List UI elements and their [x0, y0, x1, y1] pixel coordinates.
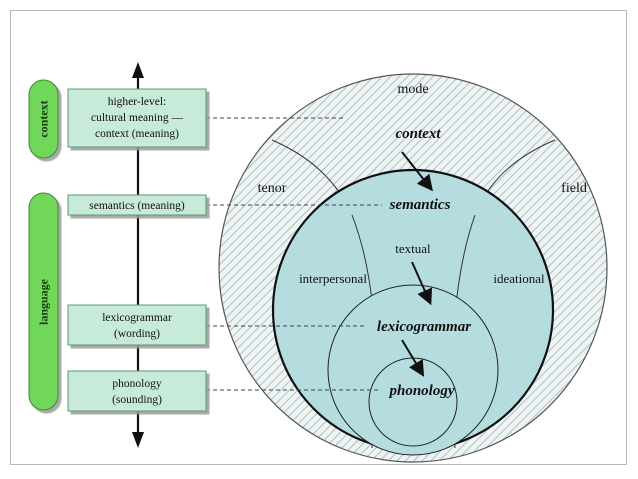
- phonology-circle-label: phonology: [387, 383, 454, 399]
- lexicogrammar-circle-label: lexicogrammar: [377, 319, 471, 335]
- axis-arrow-down: [132, 432, 144, 448]
- context-pill: [28, 79, 59, 159]
- context-side-label: context: [37, 100, 51, 137]
- language-pill: [28, 192, 59, 411]
- lexicogrammar-box-line-2: (wording): [114, 328, 160, 340]
- mode-label: mode: [397, 82, 428, 97]
- tenor-label: tenor: [258, 181, 287, 196]
- interpersonal-label: interpersonal: [299, 271, 367, 286]
- axis-arrow-up: [132, 62, 144, 78]
- ideational-label: ideational: [493, 271, 545, 286]
- lexicogrammar-box-line-1: lexicogrammar: [102, 312, 172, 324]
- higher-level-line-3: context (meaning): [95, 128, 179, 140]
- context-to-semantics-arrow: [401, 151, 433, 192]
- field-label: field: [561, 181, 587, 196]
- textual-label: textual: [395, 241, 431, 256]
- context-circle-label: context: [396, 126, 442, 142]
- semantics-circle-label: semantics: [389, 197, 451, 213]
- lexicogrammar-box: [67, 304, 207, 346]
- phonology-box: [67, 370, 207, 412]
- higher-level-line-2: cultural meaning —: [91, 112, 183, 124]
- lexicogrammar-to-phonology-arrow: [401, 339, 425, 377]
- higher-level-box: [67, 88, 207, 148]
- semantics-to-lexicogrammar-arrow: [411, 261, 433, 306]
- semantics-box: [67, 194, 207, 216]
- semantics-box-label: semantics (meaning): [89, 200, 185, 212]
- language-side-label: language: [37, 278, 51, 325]
- phonology-box-line-2: (sounding): [112, 394, 162, 406]
- higher-level-line-1: higher-level:: [108, 96, 167, 108]
- phonology-box-line-1: phonology: [112, 378, 161, 390]
- phonology-circle: [368, 357, 458, 447]
